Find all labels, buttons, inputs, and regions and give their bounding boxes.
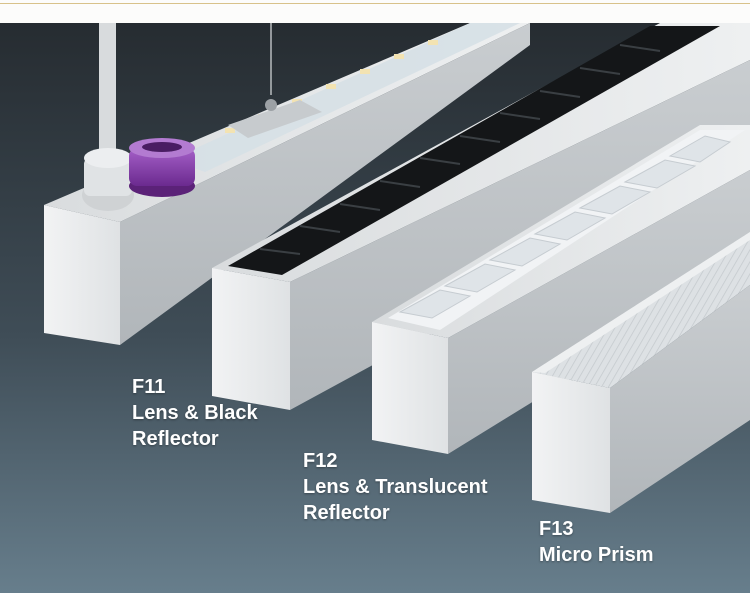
product-code: F11 xyxy=(132,376,166,398)
product-name-line1: Lens & Translucent xyxy=(303,476,488,498)
purple-connector xyxy=(129,148,195,186)
product-code: F12 xyxy=(303,450,338,472)
fixture-micro-prism xyxy=(532,232,750,513)
product-name-line1: Micro Prism xyxy=(539,544,654,566)
power-cable xyxy=(99,23,116,155)
label-f12: F12 Lens & Translucent Reflector xyxy=(303,448,488,526)
reflector-cells xyxy=(259,44,661,255)
top-border-strip xyxy=(0,0,750,23)
label-f11: F11 Lens & Black Reflector xyxy=(132,374,258,452)
black-reflector xyxy=(228,26,720,275)
top-gold-line xyxy=(0,3,750,4)
product-code: F13 xyxy=(539,518,574,540)
product-name-line2: Reflector xyxy=(132,428,219,450)
translucent-reflector-cells xyxy=(398,135,732,319)
label-f13: F13 Micro Prism xyxy=(539,516,653,568)
product-name-line1: Lens & Black xyxy=(132,402,258,424)
fixture-translucent xyxy=(372,125,750,454)
product-name-line2: Reflector xyxy=(303,502,390,524)
